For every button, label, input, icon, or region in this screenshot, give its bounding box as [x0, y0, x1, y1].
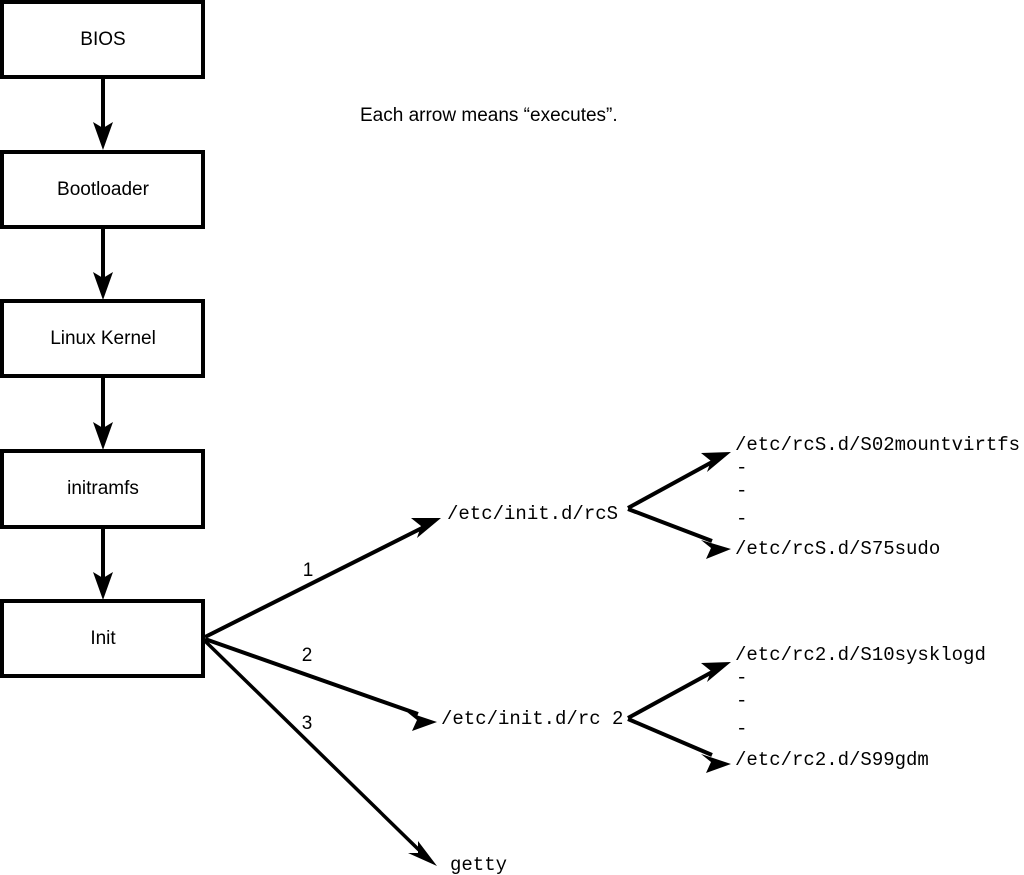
- rcs-ellipsis-dash-2: -: [736, 480, 747, 502]
- arrowhead-icon: [701, 662, 731, 682]
- node-init[interactable]: Init: [0, 599, 205, 678]
- rc2-ellipsis-dash-1: -: [736, 667, 747, 689]
- arrow-init-to-getty: 3: [203, 639, 437, 866]
- arrow-init-to-rcs: 1: [204, 518, 441, 639]
- node-linux-kernel[interactable]: Linux Kernel: [0, 299, 205, 378]
- arrow-initramfs-to-init: [93, 527, 113, 600]
- node-rcs-label[interactable]: /etc/init.d/rcS: [447, 503, 618, 525]
- edge-label-1: 1: [303, 560, 314, 581]
- node-rc2-label[interactable]: /etc/init.d/rc 2: [441, 708, 623, 730]
- arrowhead-icon: [93, 422, 113, 450]
- arrow-bootloader-to-kernel: [93, 227, 113, 300]
- linux-kernel-label: Linux Kernel: [50, 328, 156, 349]
- edge-label-3: 3: [302, 713, 313, 734]
- bootloader-label: Bootloader: [57, 179, 150, 200]
- rcs-ellipsis-dash-3: -: [736, 508, 747, 530]
- bios-label: BIOS: [80, 29, 125, 50]
- rc2-script-last[interactable]: /etc/rc2.d/S99gdm: [735, 749, 929, 771]
- arrowhead-icon: [93, 572, 113, 600]
- rcs-script-first[interactable]: /etc/rcS.d/S02mountvirtfs: [735, 434, 1020, 456]
- rc2-ellipsis-dash-3: -: [736, 718, 747, 740]
- node-getty-label[interactable]: getty: [450, 854, 507, 875]
- arrow-rc2-to-last-script: [627, 717, 731, 773]
- arrowhead-icon: [407, 712, 437, 731]
- rc2-ellipsis-dash-2: -: [736, 690, 747, 712]
- arrowhead-icon: [701, 540, 731, 559]
- initramfs-box[interactable]: [0, 449, 205, 529]
- node-bios[interactable]: BIOS: [0, 0, 205, 79]
- arrow-rc2-to-first-script: [627, 662, 731, 720]
- init-box[interactable]: [0, 599, 205, 678]
- rcs-ellipsis-dash-1: -: [736, 457, 747, 479]
- caption-text: Each arrow means “executes”.: [360, 105, 618, 126]
- arrow-rcs-to-first-script: [627, 452, 731, 510]
- arrowhead-icon: [93, 272, 113, 300]
- rc2-script-first[interactable]: /etc/rc2.d/S10sysklogd: [735, 644, 986, 666]
- initramfs-label: initramfs: [67, 478, 139, 499]
- arrow-kernel-to-initramfs: [93, 376, 113, 450]
- arrow-init-to-rc2: 2: [204, 637, 437, 731]
- node-initramfs[interactable]: initramfs: [0, 449, 205, 529]
- arrow-bios-to-bootloader: [93, 77, 113, 150]
- node-bootloader[interactable]: Bootloader: [0, 150, 205, 229]
- edge-label-2: 2: [302, 645, 313, 666]
- arrowhead-icon: [701, 452, 731, 472]
- bios-box[interactable]: [0, 0, 205, 79]
- arrowhead-icon: [408, 841, 437, 866]
- arrowhead-icon: [411, 518, 441, 538]
- arrowhead-icon: [93, 122, 113, 150]
- arrow-rcs-to-last-script: [627, 507, 731, 559]
- rcs-script-last[interactable]: /etc/rcS.d/S75sudo: [735, 538, 940, 560]
- arrowhead-icon: [701, 754, 731, 773]
- init-label: Init: [90, 628, 116, 649]
